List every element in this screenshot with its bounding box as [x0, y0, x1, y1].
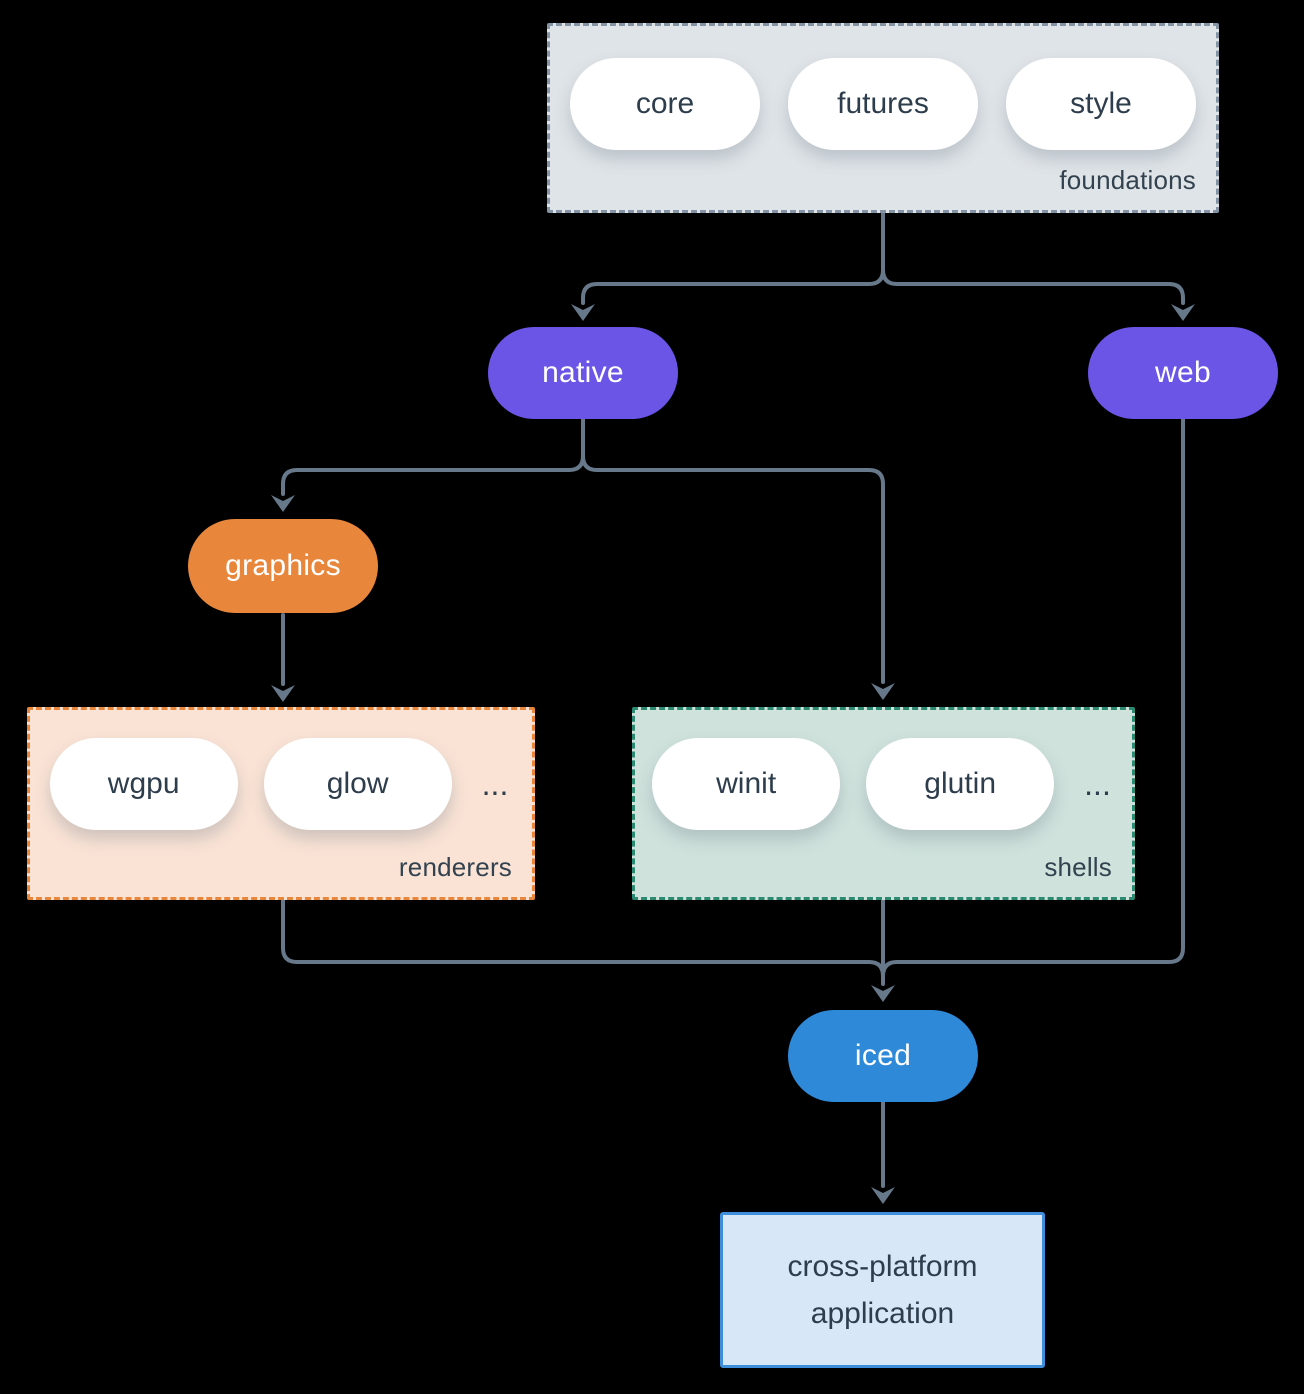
renderers-ellipsis: ... [481, 765, 509, 802]
edge-native-shells [581, 454, 885, 684]
pill-style-label: style [1070, 87, 1132, 120]
arrowhead-application [871, 1187, 895, 1204]
pill-glow: glow [263, 738, 452, 830]
foundations-group: core futures style foundations [547, 23, 1219, 213]
node-application: cross-platform application [720, 1212, 1045, 1368]
shells-pill-row: winit glutin ... [635, 738, 1132, 830]
arrowhead-iced [871, 985, 895, 1002]
arrowhead-web [1171, 304, 1195, 321]
arrowhead-graphics [271, 495, 295, 512]
edge-foundations-web [881, 268, 1185, 305]
node-iced-label: iced [854, 1039, 912, 1072]
pill-wgpu-label: wgpu [107, 767, 180, 800]
pill-glutin: glutin [866, 738, 1055, 830]
pill-winit: winit [652, 738, 841, 830]
shells-group: winit glutin ... shells [632, 707, 1135, 900]
pill-style: style [1006, 58, 1196, 150]
pill-wgpu: wgpu [49, 738, 238, 830]
node-application-line1: cross-platform [787, 1250, 978, 1283]
renderers-group-label: renderers [398, 852, 512, 882]
foundations-pill-row: core futures style [550, 58, 1216, 150]
node-application-line2: application [810, 1297, 955, 1330]
pill-core: core [570, 58, 760, 150]
pill-futures-label: futures [837, 87, 929, 120]
pill-glutin-label: glutin [924, 767, 997, 800]
shells-group-label: shells [1044, 852, 1112, 882]
edge-foundations-native [581, 268, 885, 305]
arrowhead-renderers [271, 685, 295, 702]
renderers-pill-row: wgpu glow ... [30, 738, 532, 830]
edge-renderers-merge [281, 898, 885, 978]
node-web-label: web [1155, 356, 1211, 389]
pill-glow-label: glow [326, 767, 389, 800]
arrowhead-native [571, 304, 595, 321]
node-native-label: native [542, 356, 624, 389]
pill-winit-label: winit [716, 767, 777, 800]
renderers-group: wgpu glow ... renderers [27, 707, 535, 900]
node-graphics-label: graphics [225, 549, 341, 582]
edge-native-graphics [281, 454, 585, 496]
pill-futures: futures [788, 58, 978, 150]
pill-core-label: core [635, 87, 695, 120]
node-iced: iced [788, 1010, 978, 1102]
arrowhead-shells [871, 683, 895, 700]
node-graphics: graphics [188, 519, 378, 613]
node-web: web [1088, 327, 1278, 419]
shells-ellipsis: ... [1084, 765, 1111, 802]
node-native: native [488, 327, 678, 419]
foundations-group-label: foundations [1059, 165, 1196, 195]
